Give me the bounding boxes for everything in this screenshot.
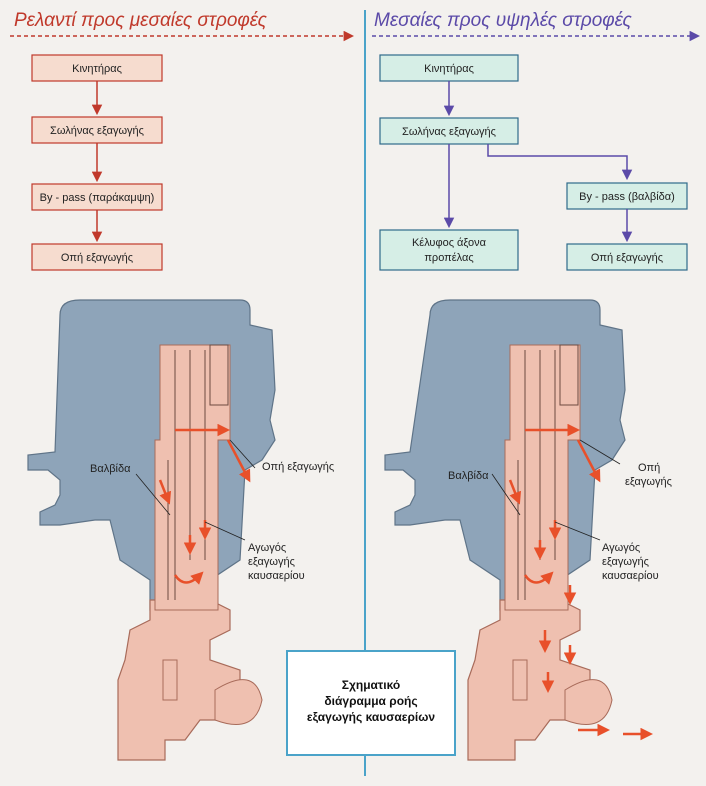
right-label-exhaust-hole-1: Οπή bbox=[638, 462, 660, 474]
right-box-engine-label: Κινητήρας bbox=[424, 63, 474, 75]
left-title: Ρελαντί προς μεσαίες στροφές bbox=[14, 10, 268, 31]
right-label-valve: Βαλβίδα bbox=[448, 470, 489, 482]
right-label-duct-2: εξαγωγής bbox=[602, 556, 649, 568]
right-box-bypass-label: By - pass (βαλβίδα) bbox=[579, 191, 675, 203]
right-skeg bbox=[513, 660, 527, 700]
right-title: Μεσαίες προς υψηλές στροφές bbox=[374, 10, 633, 31]
right-label-duct-3: καυσαερίου bbox=[602, 570, 659, 582]
left-skeg bbox=[163, 660, 177, 700]
left-label-duct-2: εξαγωγής bbox=[248, 556, 295, 568]
left-label-duct-3: καυσαερίου bbox=[248, 570, 305, 582]
right-label-duct-1: Αγωγός bbox=[602, 542, 640, 554]
right-box-exhaust-hole-label: Οπή εξαγωγής bbox=[591, 252, 663, 264]
right-label-exhaust-hole-2: εξαγωγής bbox=[625, 476, 672, 488]
caption-line-2: διάγραμμα ροής bbox=[324, 694, 417, 708]
right-box-propeller bbox=[380, 230, 518, 270]
caption-line-1: Σχηματικό bbox=[342, 678, 400, 692]
right-box-propeller-label-2: προπέλας bbox=[424, 252, 473, 264]
right-box-exhaust-pipe-label: Σωλήνας εξαγωγής bbox=[402, 126, 496, 138]
caption-line-3: εξαγωγής καυσαερίων bbox=[307, 710, 435, 724]
left-label-duct-1: Αγωγός bbox=[248, 542, 286, 554]
left-box-exhaust-hole-label: Οπή εξαγωγής bbox=[61, 252, 133, 264]
left-box-exhaust-pipe-label: Σωλήνας εξαγωγής bbox=[50, 125, 144, 137]
left-label-valve: Βαλβίδα bbox=[90, 463, 131, 475]
right-box-propeller-label-1: Κέλυφος άξονα bbox=[412, 237, 487, 249]
left-box-engine-label: Κινητήρας bbox=[72, 63, 122, 75]
left-box-bypass-label: By - pass (παράκαμψη) bbox=[40, 192, 155, 204]
left-label-exhaust-hole: Οπή εξαγωγής bbox=[262, 461, 334, 473]
